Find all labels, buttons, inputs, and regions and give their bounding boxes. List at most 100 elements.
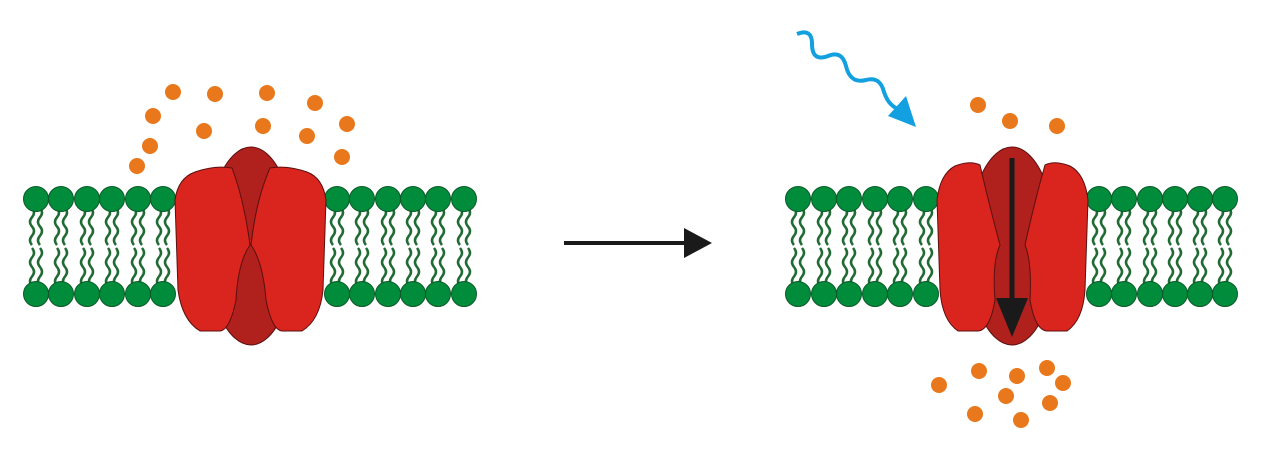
lipid-tail bbox=[918, 247, 926, 287]
lipid-head bbox=[1137, 281, 1163, 307]
light-arrowhead-icon bbox=[888, 96, 916, 127]
lipid-tail bbox=[61, 207, 69, 246]
ion bbox=[1002, 113, 1018, 129]
channel-subunit-right bbox=[1024, 162, 1089, 332]
lipid-tail bbox=[1142, 247, 1150, 287]
lipid-tail bbox=[79, 207, 87, 246]
lipid-tail bbox=[413, 207, 421, 246]
lipid-tail bbox=[1192, 207, 1200, 246]
lipid-tail bbox=[841, 207, 849, 246]
lipid-head bbox=[150, 186, 176, 212]
lipid-tail bbox=[1200, 207, 1208, 246]
lipid-head bbox=[1086, 281, 1112, 307]
lipid-tail bbox=[36, 207, 44, 246]
ion bbox=[307, 95, 323, 111]
ion bbox=[967, 406, 983, 422]
lipid-tail bbox=[337, 207, 345, 246]
lipid-tail bbox=[112, 247, 120, 287]
lipid-head bbox=[862, 281, 888, 307]
lipid-tail bbox=[926, 247, 934, 287]
lipid-head bbox=[836, 281, 862, 307]
lipid-head bbox=[785, 281, 811, 307]
lipid-tail bbox=[1167, 207, 1175, 246]
lipid-tail bbox=[36, 247, 44, 287]
lipid-tail bbox=[130, 247, 138, 287]
lipid-tail bbox=[430, 207, 438, 246]
lipid-tail bbox=[892, 247, 900, 287]
lipid-head bbox=[48, 186, 74, 212]
ion bbox=[931, 377, 947, 393]
lipid-head bbox=[349, 186, 375, 212]
lipid-head bbox=[451, 186, 477, 212]
ion bbox=[1049, 118, 1065, 134]
lipid-head bbox=[887, 186, 913, 212]
lipid-tail bbox=[875, 247, 883, 287]
lipid-tail bbox=[79, 247, 87, 287]
lipid-tail bbox=[104, 207, 112, 246]
lipid-head bbox=[1187, 281, 1213, 307]
lipid-tail bbox=[87, 247, 95, 287]
lipid-head bbox=[1086, 186, 1112, 212]
lipid-head bbox=[862, 186, 888, 212]
lipid-tail bbox=[1167, 247, 1175, 287]
closed-channel-panel bbox=[23, 84, 477, 346]
lipid-head bbox=[1162, 281, 1188, 307]
lipid-head bbox=[451, 281, 477, 307]
lipid-tail bbox=[337, 247, 345, 287]
lipid-tail bbox=[1150, 247, 1158, 287]
transition-arrowhead bbox=[684, 228, 712, 258]
lipid-tail bbox=[918, 207, 926, 246]
lipid-tail bbox=[130, 207, 138, 246]
ion bbox=[971, 363, 987, 379]
lipid-tail bbox=[892, 207, 900, 246]
lipid-tail bbox=[1091, 247, 1099, 287]
lipid-tail bbox=[1192, 247, 1200, 287]
lipid-tail bbox=[28, 207, 36, 246]
lipid-head bbox=[99, 186, 125, 212]
lipid-head bbox=[1111, 281, 1137, 307]
lipid-tail bbox=[380, 247, 388, 287]
lipid-tail bbox=[53, 207, 61, 246]
lipid-tail bbox=[1099, 207, 1107, 246]
lipid-tail bbox=[926, 207, 934, 246]
lipid-head bbox=[349, 281, 375, 307]
lipid-tail bbox=[1225, 247, 1233, 287]
lipid-head bbox=[1187, 186, 1213, 212]
lipid-tail bbox=[329, 207, 337, 246]
lipid-tail bbox=[816, 207, 824, 246]
ion bbox=[196, 123, 212, 139]
lipid-head bbox=[324, 281, 350, 307]
lipid-tail bbox=[464, 207, 472, 246]
ion bbox=[255, 118, 271, 134]
lipid-tail bbox=[849, 247, 857, 287]
lipid-tail bbox=[61, 247, 69, 287]
ion-flow-arrowhead bbox=[996, 298, 1028, 337]
lipid-head bbox=[913, 281, 939, 307]
lipid-tail bbox=[1217, 247, 1225, 287]
lipid-head bbox=[400, 186, 426, 212]
lipid-head bbox=[1137, 186, 1163, 212]
ion bbox=[299, 128, 315, 144]
lipid-tail bbox=[405, 207, 413, 246]
lipid-tail bbox=[362, 247, 370, 287]
light-wave-icon bbox=[796, 30, 897, 110]
lipid-tail bbox=[1124, 247, 1132, 287]
channel-subunit-left bbox=[174, 166, 251, 332]
lipid-head bbox=[23, 281, 49, 307]
lipid-head bbox=[425, 186, 451, 212]
lipid-head bbox=[150, 281, 176, 307]
lipid-head bbox=[1162, 186, 1188, 212]
lipid-tail bbox=[104, 247, 112, 287]
lipid-tail bbox=[354, 207, 362, 246]
lipid-tail bbox=[87, 207, 95, 246]
lipid-tail bbox=[798, 207, 806, 246]
lipid-tail bbox=[1150, 207, 1158, 246]
ion bbox=[165, 84, 181, 100]
lipid-head bbox=[425, 281, 451, 307]
lipid-tail bbox=[790, 247, 798, 287]
lipid-tail bbox=[1142, 207, 1150, 246]
lipid-tail bbox=[1091, 207, 1099, 246]
lipid-tail bbox=[53, 247, 61, 287]
